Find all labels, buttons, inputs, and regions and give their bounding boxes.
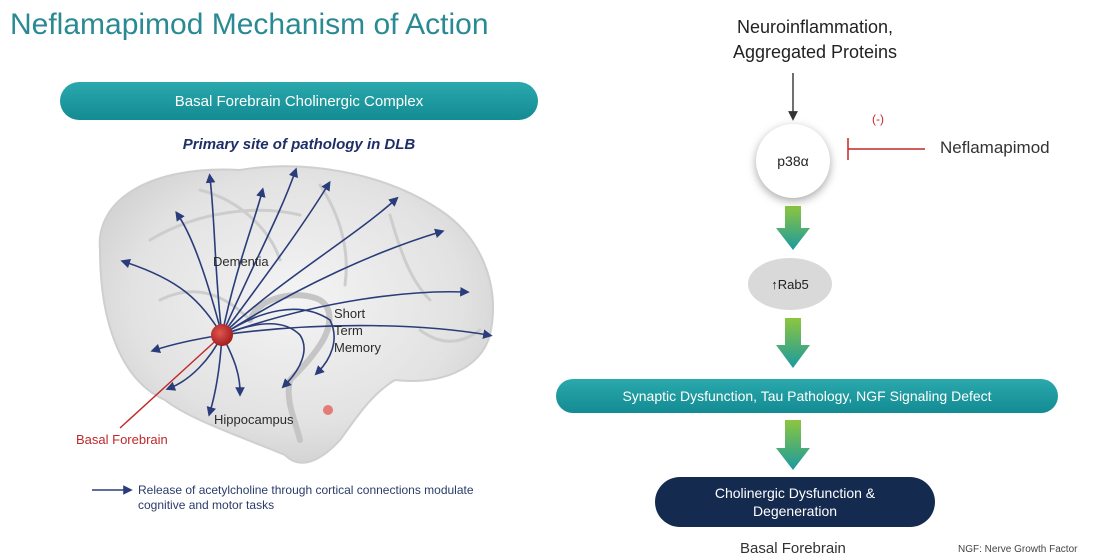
stm-line-2: Term	[334, 323, 363, 338]
stm-line-1: Short	[334, 306, 366, 321]
legend-text: Release of acetylcholine through cortica…	[138, 483, 474, 512]
rab5-label: Rab5	[777, 276, 809, 292]
up-arrow-icon: ↑	[771, 276, 778, 292]
cholinergic-fibers	[120, 167, 493, 417]
arrow-p38-to-rab5	[776, 206, 810, 250]
arrow-rab5-to-effects	[776, 318, 810, 368]
short-term-memory-label: Short Term Memory	[334, 305, 381, 356]
stm-line-3: Memory	[334, 340, 381, 355]
basal-forebrain-pointer	[119, 334, 223, 429]
brainstem-dot	[323, 405, 333, 415]
outcome-line-1: Cholinergic Dysfunction &	[714, 485, 876, 501]
inhibition-sign: (-)	[872, 112, 884, 126]
pathway-input-label: Neuroinflammation, Aggregated Proteins	[655, 15, 975, 65]
basal-forebrain-complex-header: Basal Forebrain Cholinergic Complex	[60, 82, 538, 120]
p38-node: p38α	[756, 124, 830, 198]
pathology-subtitle: Primary site of pathology in DLB	[182, 136, 416, 153]
neflamapimod-label: Neflamapimod	[940, 138, 1050, 157]
rab5-node: ↑Rab5	[748, 258, 832, 310]
input-line-1: Neuroinflammation,	[736, 17, 894, 37]
basal-forebrain-dot	[211, 324, 233, 346]
outcome-line-2: Degeneration	[752, 503, 838, 519]
hippocampus-label: Hippocampus	[214, 412, 294, 427]
effects-pill: Synaptic Dysfunction, Tau Pathology, NGF…	[556, 379, 1058, 413]
ngf-footnote: NGF: Nerve Growth Factor	[958, 544, 1078, 555]
arrow-effects-to-outcome	[776, 420, 810, 470]
dementia-label: Dementia	[213, 254, 269, 269]
basal-forebrain-label: Basal Forebrain	[76, 432, 168, 447]
input-line-2: Aggregated Proteins	[732, 42, 898, 62]
outcome-location: Basal Forebrain	[740, 540, 846, 557]
brain-silhouette	[98, 165, 494, 464]
outcome-pill: Cholinergic Dysfunction & Degeneration	[655, 477, 935, 527]
page-title: Neflamapimod Mechanism of Action	[10, 8, 489, 41]
